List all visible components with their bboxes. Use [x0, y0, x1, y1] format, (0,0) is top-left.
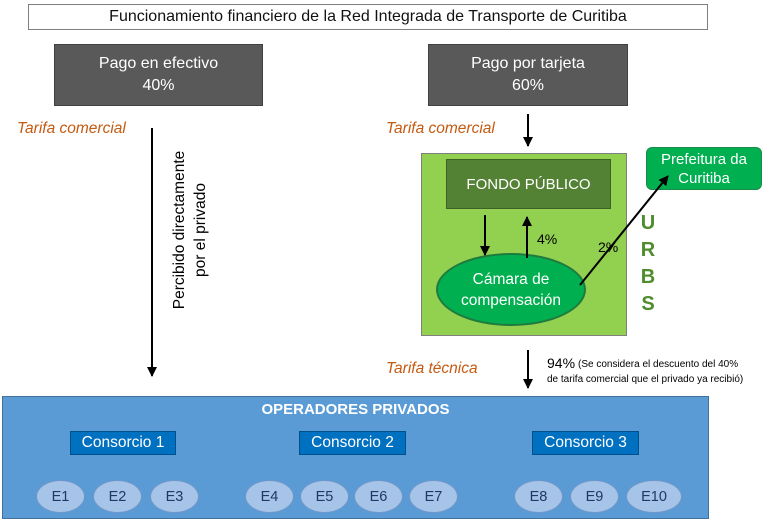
urbs-letter-b: B	[640, 266, 656, 288]
tarifa-tecnica-label: Tarifa técnica	[386, 360, 478, 377]
urbs-label: U R B S	[636, 210, 660, 318]
empresa-e8: E8	[514, 480, 563, 513]
tarifa-comercial-right: Tarifa comercial	[386, 120, 495, 137]
card-payment-pct: 60%	[511, 77, 545, 94]
empresa-e7: E7	[409, 480, 458, 513]
tarifa-comercial-left: Tarifa comercial	[17, 120, 126, 137]
consorcio-2-box: Consorcio 2	[299, 431, 406, 455]
note-94-line-2: de tarifa comercial que el privado ya re…	[547, 374, 744, 385]
prefeitura-box: Prefeitura da Curitiba	[646, 147, 762, 190]
cash-payment-box: Pago en efectivo 40%	[54, 44, 263, 106]
empresa-e4: E4	[245, 480, 294, 513]
operators-title: OPERADORES PRIVADOS	[261, 401, 450, 418]
empresa-e9: E9	[570, 480, 619, 513]
empresa-e5: E5	[300, 480, 349, 513]
cash-payment-label: Pago en efectivo	[98, 55, 219, 72]
pct-94-label: 94%	[547, 355, 576, 371]
consorcio-1-box: Consorcio 1	[70, 431, 176, 455]
urbs-letter-s: S	[641, 293, 655, 315]
pct-4-label: 4%	[537, 231, 558, 247]
consorcio-3-box: Consorcio 3	[532, 431, 639, 455]
prefeitura-line-1: Prefeitura da	[661, 150, 747, 168]
urbs-letter-r: R	[640, 239, 656, 261]
diagram-title: Funcionamiento financiero de la Red Inte…	[28, 4, 708, 30]
empresa-e6: E6	[354, 480, 403, 513]
arrow-camara-to-prefeitura	[579, 175, 669, 286]
cash-payment-pct: 40%	[142, 77, 175, 94]
camara-line-2: compensación	[461, 291, 561, 309]
card-payment-box: Pago por tarjeta 60%	[428, 44, 628, 106]
camara-line-1: Cámara de	[472, 270, 550, 288]
prefeitura-line-2: Curitiba	[678, 169, 730, 187]
fondo-publico-box: FONDO PÚBLICO	[446, 159, 611, 209]
camara-compensacion-ellipse: Cámara de compensación	[436, 253, 586, 326]
urbs-letter-u: U	[640, 212, 656, 234]
empresa-e10: E10	[626, 480, 682, 513]
empresa-e2: E2	[93, 480, 142, 513]
card-payment-label: Pago por tarjeta	[471, 55, 585, 72]
empresa-e3: E3	[150, 480, 199, 513]
note-94-line-1: (Se considera el descuento del 40%	[578, 359, 739, 370]
empresa-e1: E1	[36, 480, 85, 513]
